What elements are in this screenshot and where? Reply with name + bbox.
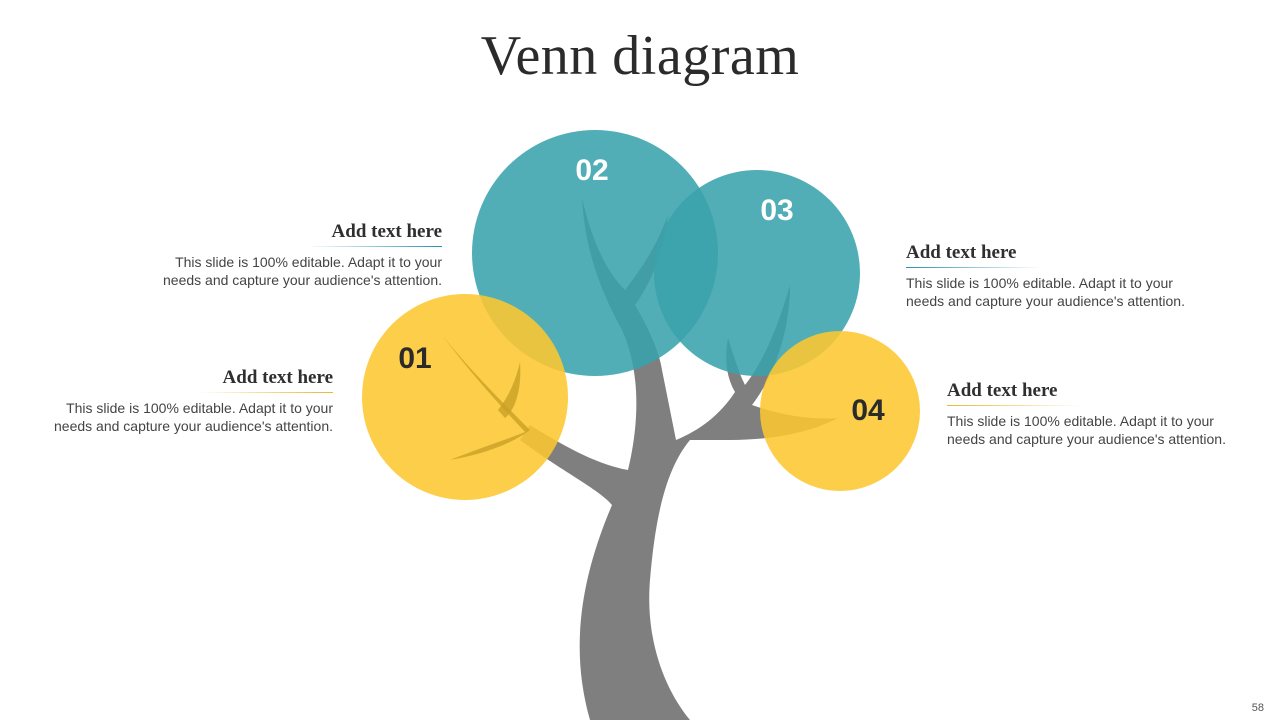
text-block-04: Add text here This slide is 100% editabl… [947, 380, 1277, 448]
block-body-line-1: This slide is 100% editable. Adapt it to… [66, 400, 333, 416]
block-body-line-2: needs and capture your audience's attent… [947, 431, 1226, 447]
page-number: 58 [1251, 702, 1264, 714]
circle-02 [472, 130, 718, 376]
block-body-line-1: This slide is 100% editable. Adapt it to… [947, 413, 1214, 429]
circle-label-03: 03 [760, 194, 794, 227]
heading-rule [947, 405, 1082, 406]
block-body-line-1: This slide is 100% editable. Adapt it to… [906, 275, 1173, 291]
block-body-line-2: needs and capture your audience's attent… [906, 293, 1185, 309]
block-heading: Add text here [947, 380, 1058, 401]
text-block-03: Add text here This slide is 100% editabl… [906, 242, 1236, 310]
circle-01 [362, 294, 568, 500]
block-heading: Add text here [222, 367, 333, 388]
block-body: This slide is 100% editable. Adapt it to… [947, 412, 1277, 448]
text-block-02: Add text here This slide is 100% editabl… [112, 221, 442, 289]
block-body-line-1: This slide is 100% editable. Adapt it to… [175, 254, 442, 270]
branch-left-upper [498, 362, 521, 418]
circle-03 [654, 170, 860, 376]
circle-label-01: 01 [398, 342, 432, 375]
block-body-line-2: needs and capture your audience's attent… [54, 418, 333, 434]
heading-rule [307, 246, 442, 247]
slide-title: Venn diagram [480, 25, 800, 87]
circle-label-04: 04 [851, 394, 885, 427]
block-body: This slide is 100% editable. Adapt it to… [906, 274, 1236, 310]
block-heading: Add text here [331, 221, 442, 242]
block-body: This slide is 100% editable. Adapt it to… [112, 253, 442, 289]
tree-trunk [520, 198, 838, 720]
circle-04 [760, 331, 920, 491]
heading-rule [906, 267, 1041, 268]
text-block-01: Add text here This slide is 100% editabl… [3, 367, 333, 435]
block-heading: Add text here [906, 242, 1017, 263]
circle-label-02: 02 [575, 154, 609, 187]
block-body: This slide is 100% editable. Adapt it to… [3, 399, 333, 435]
heading-rule [198, 392, 333, 393]
block-body-line-2: needs and capture your audience's attent… [163, 272, 442, 288]
